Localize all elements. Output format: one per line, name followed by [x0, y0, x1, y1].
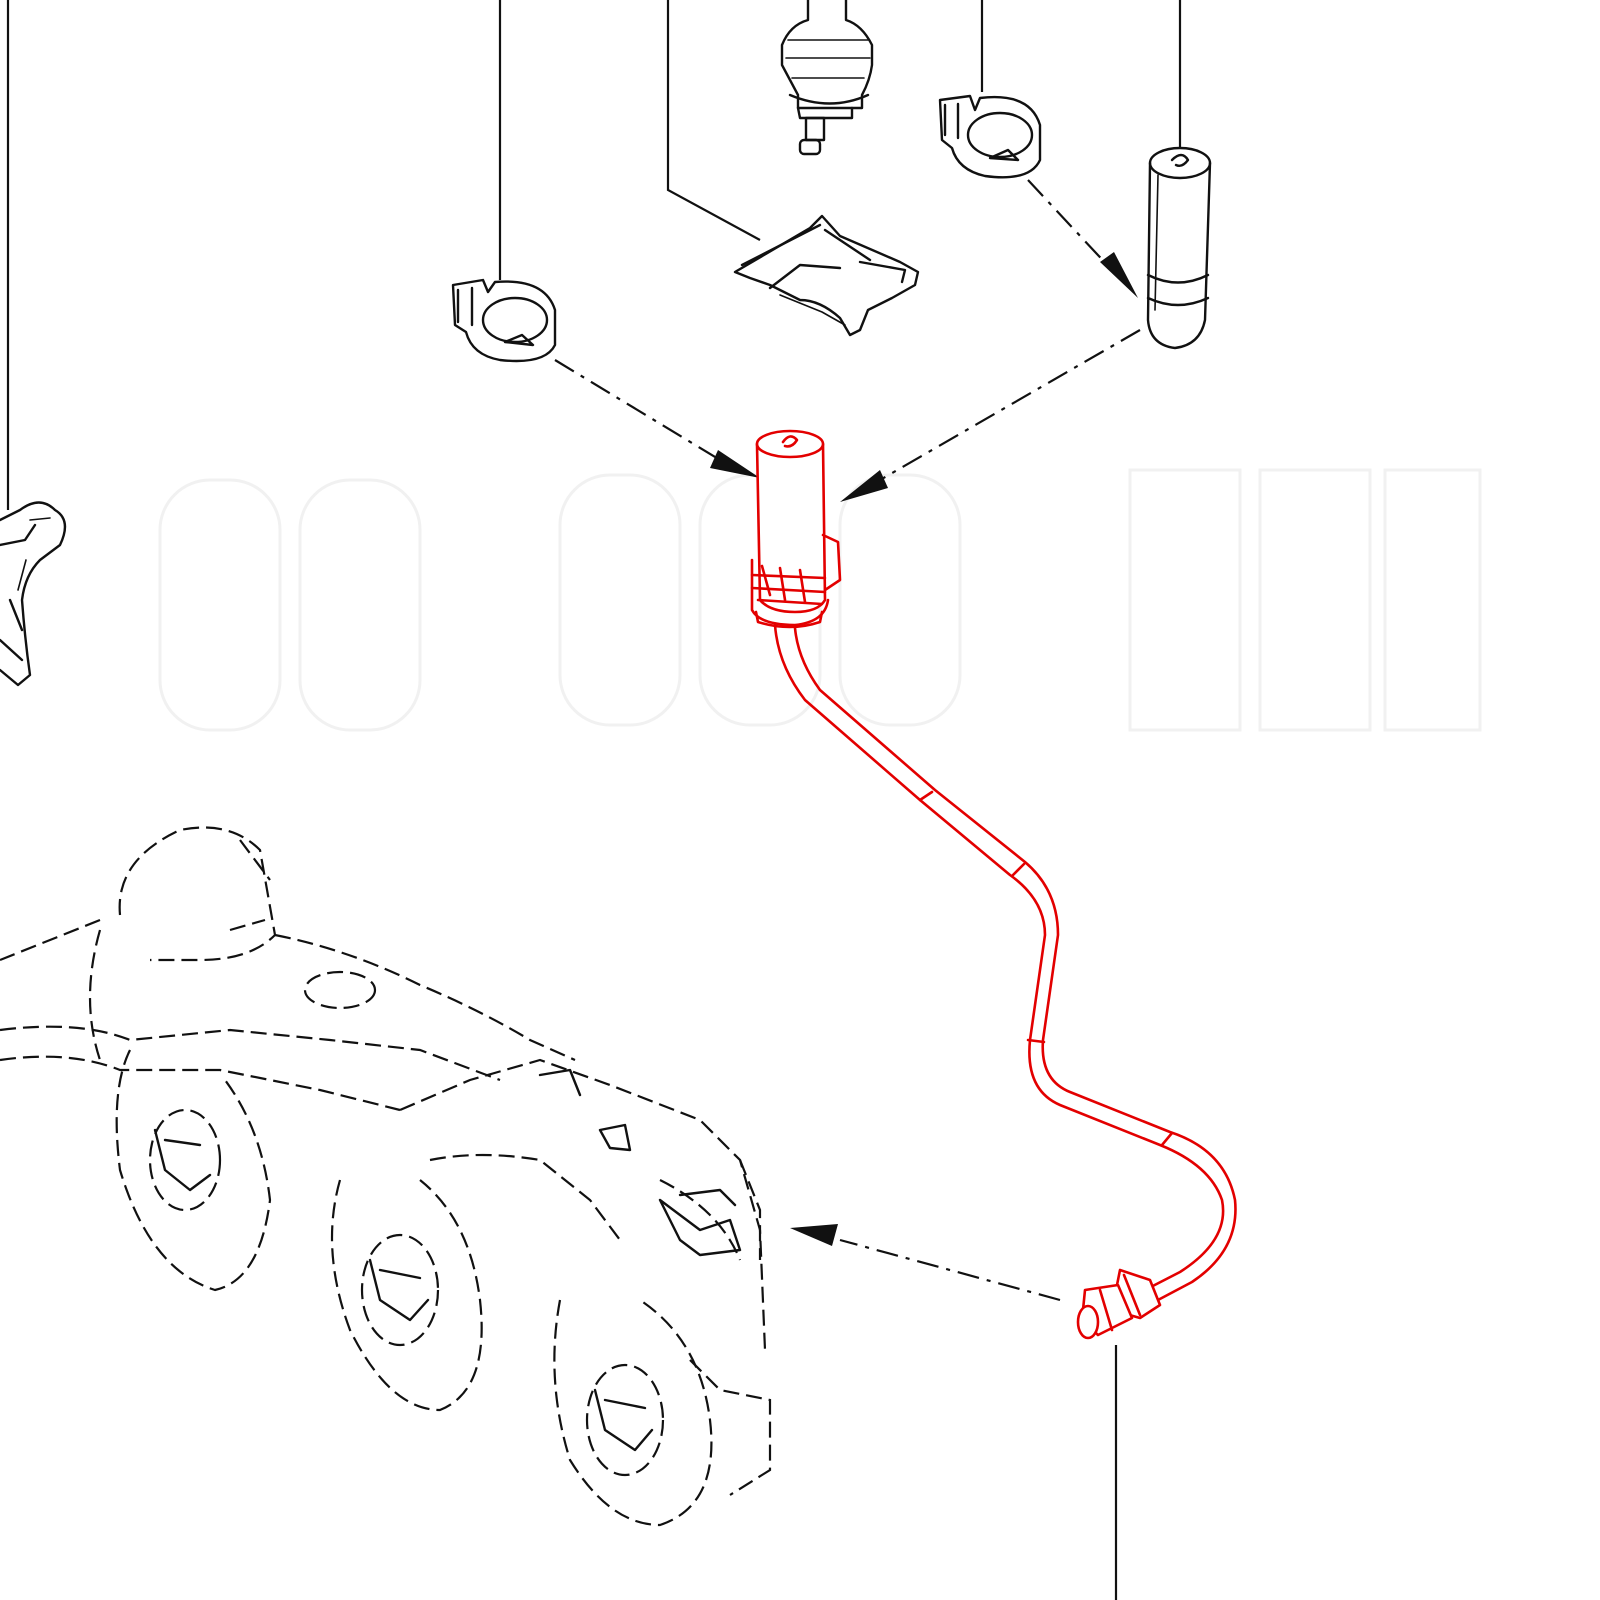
highlighted-pipe[interactable]: [750, 429, 1237, 1340]
leader-lines: [6, 0, 1182, 1600]
rubber-hose: [1146, 146, 1212, 350]
bracket: [733, 214, 920, 337]
hose-clamp-right: [938, 94, 1042, 179]
assembly-arrows: [554, 179, 1141, 1302]
hose-clamp-left: [451, 278, 557, 363]
exhaust-manifold: [0, 826, 772, 1527]
sensor: [780, 0, 874, 156]
edge-part-left: [0, 501, 67, 687]
